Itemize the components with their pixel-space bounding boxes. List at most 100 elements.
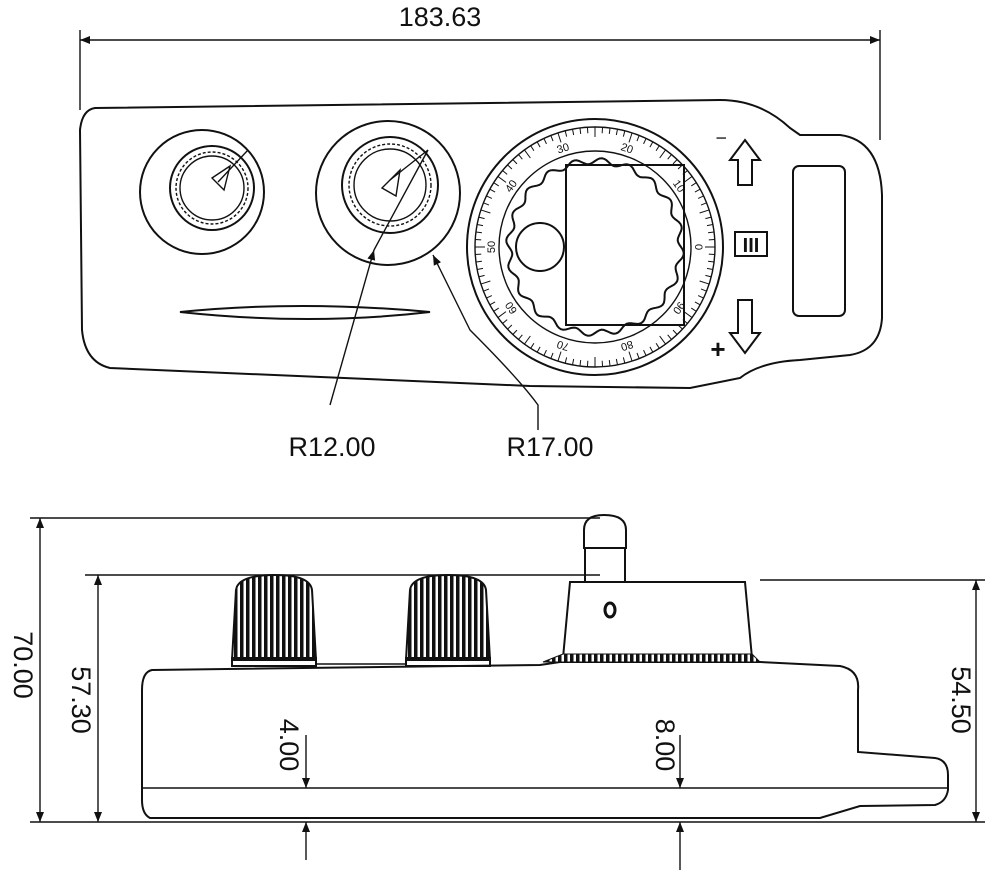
dial-tick	[690, 307, 697, 312]
bezel-radius-leader	[432, 254, 539, 430]
dial-tick	[486, 195, 493, 199]
dial-tick	[579, 360, 582, 367]
left-knob-side	[230, 573, 318, 667]
pendant-body-outline	[78, 98, 883, 390]
knob-radius-label: R12.00	[288, 432, 375, 462]
finger-hole	[515, 222, 565, 272]
dial-tick	[628, 351, 633, 362]
dial-tick	[622, 130, 626, 137]
dial-grip-ring	[505, 157, 685, 337]
dial-scale-label: 20	[619, 141, 634, 156]
dial-tick	[507, 324, 513, 330]
middle-marker-label: III	[743, 235, 760, 257]
dial-tick	[615, 358, 618, 365]
dial-tick	[483, 288, 490, 292]
dial-tick	[705, 216, 712, 220]
dial-tick	[672, 329, 678, 335]
down-arrow-icon	[728, 299, 762, 355]
handle-slot	[792, 165, 846, 317]
dial-tick	[507, 164, 513, 170]
dial-tick	[672, 159, 678, 165]
dial-tick	[564, 357, 568, 364]
dial-tick	[655, 145, 660, 152]
dial-tick	[564, 130, 568, 137]
dial-tick	[502, 170, 508, 175]
dial-tick	[705, 274, 712, 278]
dial-tick	[700, 202, 707, 206]
dial-tick	[615, 129, 618, 136]
dial-tick	[655, 342, 660, 349]
dial-scale-label: 30	[555, 141, 570, 156]
dial-tick	[518, 334, 523, 340]
dial-tick	[543, 349, 547, 356]
grip-recess	[179, 305, 431, 320]
dial-tick	[622, 357, 626, 364]
dial-tick	[699, 209, 710, 214]
dial-scale-label: 50	[486, 241, 498, 253]
knob-radius-leader	[329, 249, 376, 406]
dial-tick	[536, 346, 541, 353]
dial-tick	[483, 202, 490, 206]
dial-scale-label: 80	[619, 337, 634, 352]
dial-tick	[524, 149, 531, 159]
side-view: 70.00 57.30 54.50 4.00 8.00	[8, 513, 985, 870]
dial-tick	[659, 335, 666, 345]
dial-scale-label: 60	[503, 299, 520, 316]
dial-tick	[478, 216, 485, 220]
base-lip-label: 4.00	[274, 719, 304, 772]
left-knob	[139, 129, 265, 255]
dial-tick	[708, 260, 715, 263]
center-knob-side	[404, 573, 492, 667]
body-height-label: 54.50	[946, 666, 976, 734]
dial-tick	[530, 145, 535, 152]
dial-tick	[683, 176, 693, 183]
dial-tick	[557, 351, 562, 362]
dial-tick	[497, 176, 507, 183]
dial-tick	[572, 129, 575, 136]
mode-selector-icon: III	[734, 231, 768, 257]
dial-tick	[550, 352, 554, 359]
dial-tick	[493, 307, 500, 312]
dial-tick	[502, 319, 508, 324]
dial-tick	[550, 135, 554, 142]
handwheel-knurl	[542, 653, 762, 663]
dial-tick	[643, 349, 647, 356]
dial-tick	[524, 335, 531, 345]
dial-tick	[475, 231, 482, 234]
dial-tick	[649, 346, 654, 353]
dial-tick	[579, 127, 582, 134]
dial-tick	[608, 360, 611, 367]
base-step-label: 8.00	[650, 719, 680, 772]
dial-tick	[572, 358, 575, 365]
dial-tick	[493, 182, 500, 187]
dial-tick	[512, 159, 518, 165]
dial-tick	[667, 154, 672, 160]
dial-tick	[694, 301, 701, 306]
dial-tick	[649, 141, 654, 148]
dial-tick	[475, 260, 482, 263]
dial-tick	[477, 224, 484, 227]
dial-tick	[628, 132, 633, 143]
up-arrow-icon	[728, 138, 762, 186]
dial-tick	[700, 288, 707, 292]
dial-tick	[608, 127, 611, 134]
dial-tick	[480, 209, 491, 214]
dial-scale-label: 10	[670, 178, 687, 195]
top-view: 183.63	[78, 2, 883, 462]
dial-tick	[536, 141, 541, 148]
dial-tick	[489, 301, 496, 306]
dial-tick	[659, 149, 666, 159]
dial-tick	[543, 138, 547, 145]
dial-tick	[708, 231, 715, 234]
total-height-label: 70.00	[8, 631, 38, 699]
index-mark	[603, 601, 617, 619]
dial-tick	[518, 154, 523, 160]
dial-tick	[697, 195, 704, 199]
dial-tick	[636, 135, 640, 142]
dial-scale-label: 40	[503, 178, 520, 195]
dial-scale-label: 90	[670, 299, 687, 316]
dial-tick	[489, 188, 496, 193]
dial-tick	[667, 334, 672, 340]
